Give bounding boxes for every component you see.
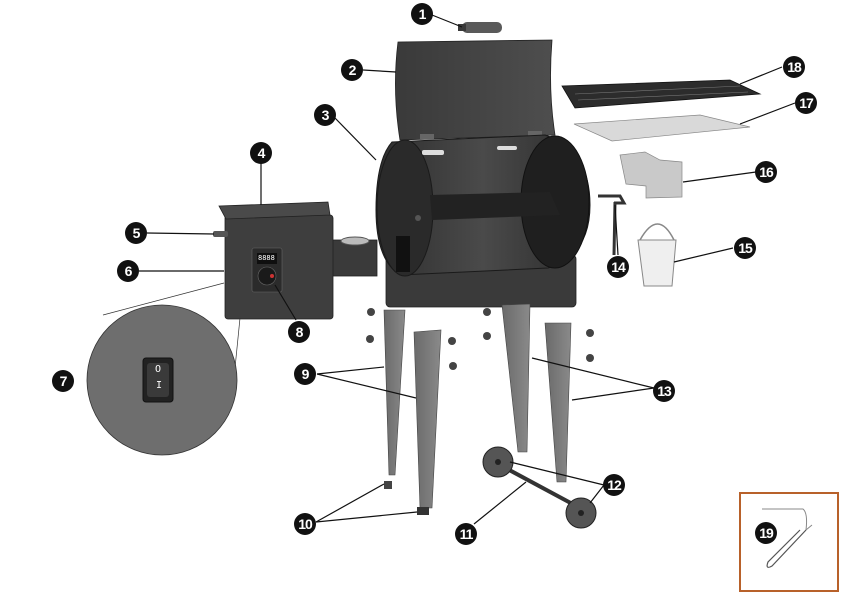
- callout-10: 10: [294, 513, 316, 535]
- drip-tray: [573, 114, 751, 142]
- callout-13: 13: [653, 380, 675, 402]
- callout-14: 14: [607, 256, 629, 278]
- lid-handle: [458, 22, 502, 33]
- switch-on-symbol: I: [156, 380, 163, 391]
- bolts: [366, 308, 594, 370]
- callout-19: 19: [755, 522, 777, 544]
- callout-3: 3: [314, 104, 336, 126]
- grill-barrel: [375, 134, 591, 308]
- callout-17: 17: [795, 92, 817, 114]
- lid: [395, 39, 556, 141]
- callout-2: 2: [341, 59, 363, 81]
- heat-baffle: [619, 151, 683, 199]
- callout-5: 5: [125, 222, 147, 244]
- callout-9: 9: [294, 363, 316, 385]
- wheels-axle: [482, 446, 597, 529]
- hopper: [213, 201, 378, 320]
- callout-6: 6: [117, 260, 139, 282]
- callout-16: 16: [755, 161, 777, 183]
- cooking-grate: [561, 79, 762, 109]
- grease-bucket: [637, 223, 677, 287]
- switch-magnifier: [86, 282, 241, 456]
- callout-18: 18: [783, 56, 805, 78]
- callout-8: 8: [288, 321, 310, 343]
- left-legs: [383, 309, 442, 515]
- controller-display: 8888: [258, 254, 275, 262]
- right-legs: [501, 303, 572, 483]
- callout-1: 1: [411, 3, 433, 25]
- callout-15: 15: [734, 237, 756, 259]
- grease-hook: [598, 194, 627, 256]
- callout-12: 12: [603, 474, 625, 496]
- probe-inset-border: [739, 492, 839, 592]
- leader-lines: [139, 14, 796, 525]
- switch-off-symbol: O: [155, 364, 162, 375]
- callout-7: 7: [52, 370, 74, 392]
- callout-4: 4: [250, 142, 272, 164]
- meat-probe: [762, 508, 813, 568]
- callout-11: 11: [455, 523, 477, 545]
